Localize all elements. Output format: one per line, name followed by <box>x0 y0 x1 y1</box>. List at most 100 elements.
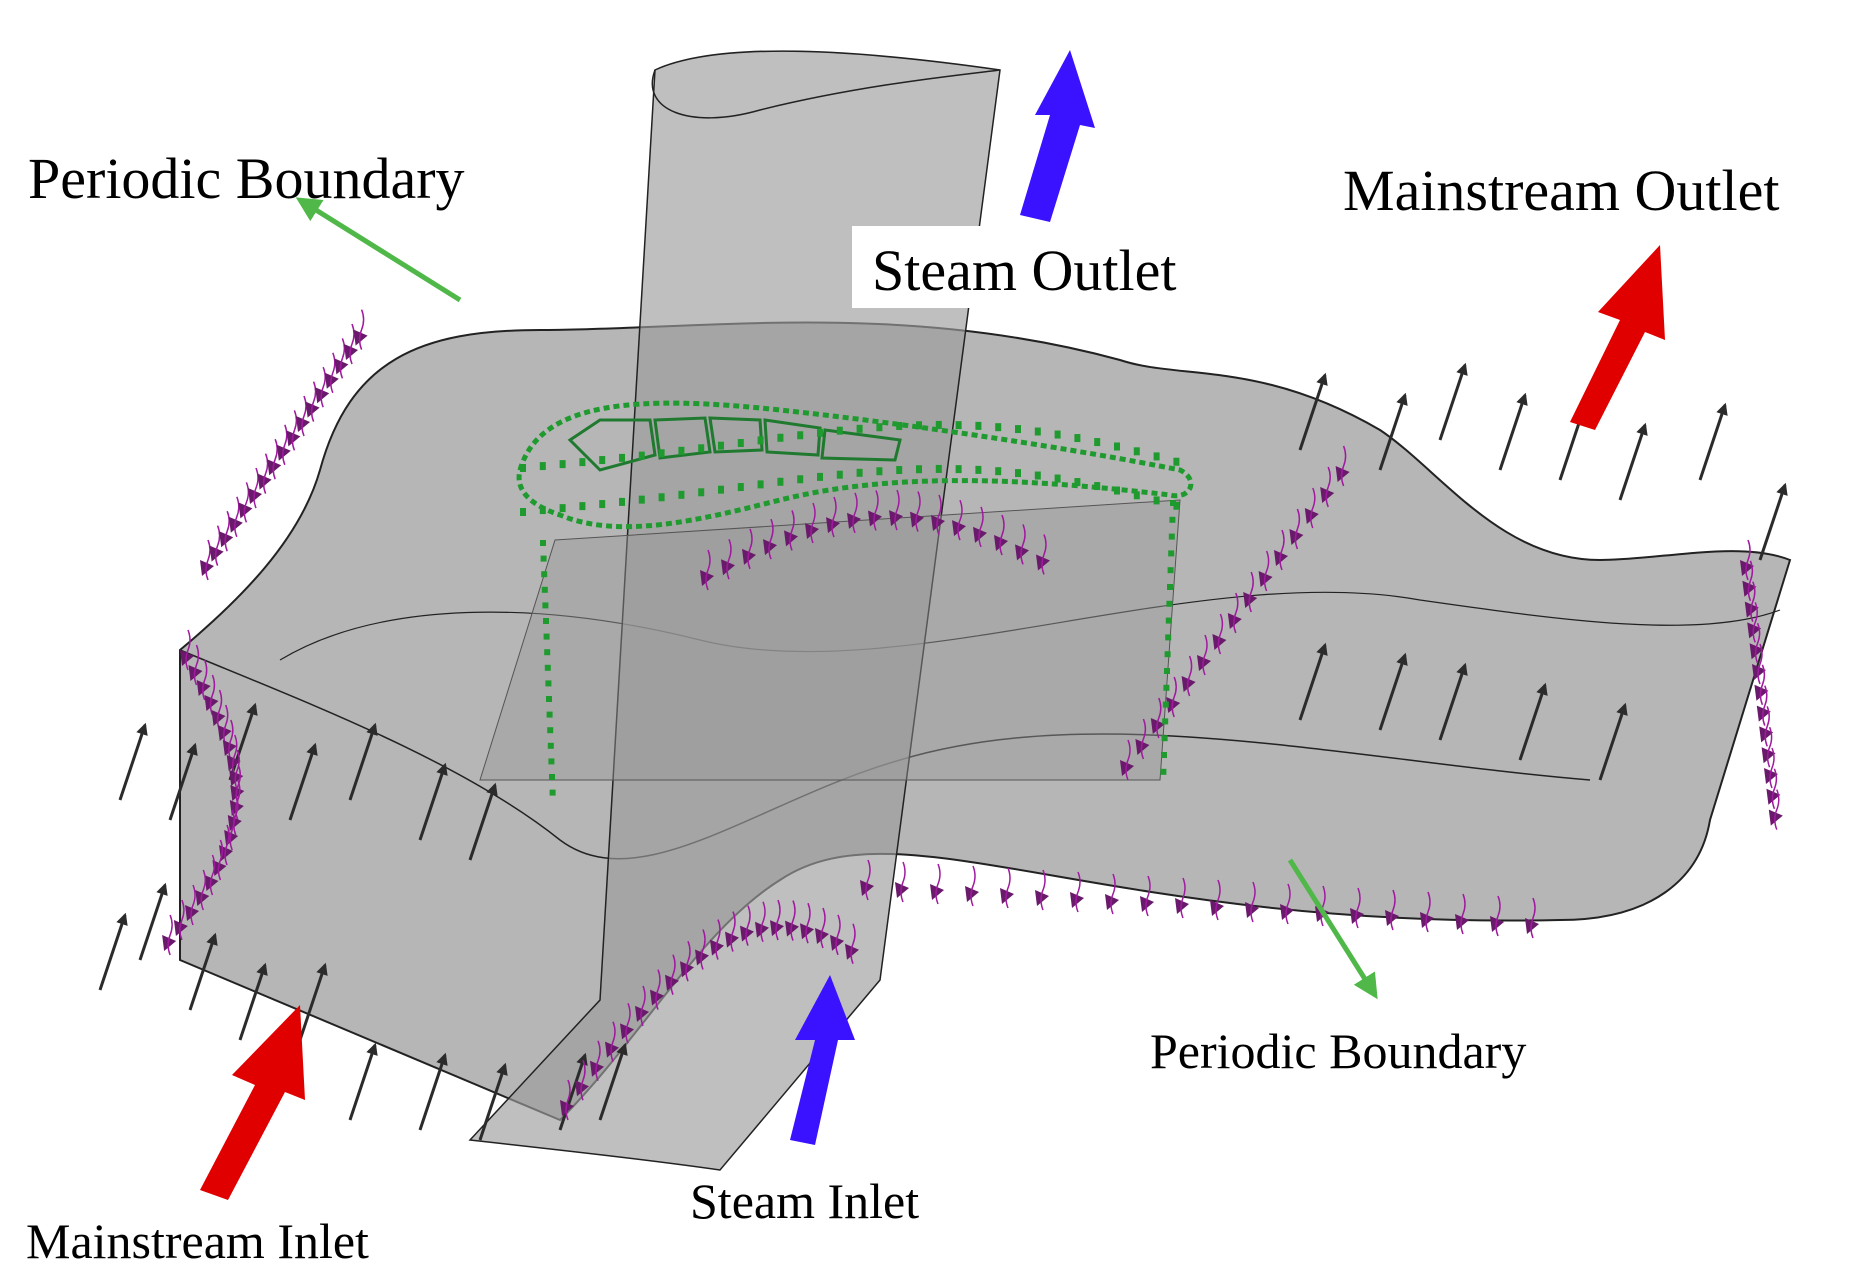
film-marker <box>559 504 566 513</box>
film-marker <box>541 586 548 593</box>
film-marker <box>547 727 554 734</box>
mainstream-outlet-arrow <box>1570 245 1665 430</box>
mainstream-inlet-label: Mainstream Inlet <box>26 1213 369 1269</box>
film-marker <box>599 500 606 509</box>
mainstream-inlet-arrow <box>200 1005 305 1200</box>
boundary-marker <box>650 969 664 1010</box>
film-marker <box>1161 752 1167 758</box>
film-marker <box>579 502 586 511</box>
film-marker <box>757 436 764 445</box>
flow-arrow <box>558 1052 588 1131</box>
boundary-marker <box>229 749 244 791</box>
flow-arrow <box>598 1042 628 1121</box>
flow-arrow <box>468 782 498 861</box>
boundary-marker <box>721 538 735 580</box>
boundary-marker <box>590 1040 604 1081</box>
flow-arrow <box>168 742 198 821</box>
cascade-domain <box>179 321 1792 1122</box>
film-marker <box>975 421 982 430</box>
boundary-marker <box>1759 706 1774 747</box>
boundary-marker <box>1740 539 1754 581</box>
film-marker <box>698 444 705 453</box>
boundary-marker <box>228 496 243 538</box>
boundary-marker <box>1756 685 1771 726</box>
film-marker <box>547 742 554 749</box>
film-marker <box>539 462 546 471</box>
boundary-marker <box>1761 726 1776 768</box>
film-marker <box>520 508 526 516</box>
boundary-marker <box>770 899 784 941</box>
boundary-marker <box>1749 622 1764 664</box>
film-marker <box>1161 735 1168 742</box>
boundary-marker <box>173 899 188 941</box>
boundary-marker <box>1150 697 1165 739</box>
film-marker <box>1054 430 1061 439</box>
film-marker <box>1168 533 1175 540</box>
boundary-marker <box>710 919 724 960</box>
boundary-marker <box>276 424 291 466</box>
boundary-marker <box>180 629 194 671</box>
boundary-marker <box>1258 550 1273 592</box>
boundary-marker <box>1742 560 1757 602</box>
film-marker <box>1094 438 1101 447</box>
boundary-marker <box>1289 508 1304 550</box>
flow-arrow <box>138 882 168 961</box>
film-marker <box>678 490 685 499</box>
film-marker <box>542 602 549 609</box>
film-marker <box>1167 567 1174 574</box>
boundary-marker <box>785 900 799 941</box>
film-marker <box>777 433 784 442</box>
periodic-boundary-bottom-label: Periodic Boundary <box>1150 1023 1526 1079</box>
boundary-marker <box>1035 869 1049 911</box>
film-marker <box>1015 469 1021 478</box>
block-arrow-icon <box>790 975 855 1145</box>
boundary-marker <box>212 839 227 881</box>
film-marker <box>658 493 665 502</box>
boundary-marker <box>1166 676 1181 718</box>
boundary-marker <box>725 911 739 952</box>
flow-arrow <box>1378 652 1408 731</box>
boundary-marker <box>910 491 924 532</box>
film-marker <box>1034 427 1041 436</box>
film-marker <box>543 633 550 640</box>
film-marker <box>955 421 962 430</box>
film-marker <box>876 423 883 432</box>
boundary-marker <box>1525 897 1539 939</box>
boundary-marker <box>560 1079 574 1121</box>
boundary-marker <box>1000 867 1014 909</box>
film-marker <box>896 466 903 475</box>
boundary-marker <box>895 861 909 903</box>
boundary-marker <box>755 901 769 943</box>
mainstream-outlet-label: Mainstream Outlet <box>1343 158 1780 223</box>
boundary-marker <box>889 489 903 531</box>
boundary-marker <box>1015 524 1029 565</box>
film-marker <box>955 465 962 474</box>
boundary-marker <box>1455 893 1469 935</box>
boundary-marker <box>994 514 1008 556</box>
film-marker <box>1133 491 1140 500</box>
boundary-marker <box>227 794 242 836</box>
boundary-marker <box>695 929 709 970</box>
boundary-marker <box>973 506 987 548</box>
flow-arrow <box>418 762 448 841</box>
film-marker <box>579 458 586 467</box>
film-marker <box>1173 457 1180 466</box>
film-marker <box>836 426 843 435</box>
boundary-marker <box>185 884 200 926</box>
boundary-markers <box>162 309 1783 1121</box>
flow-arrow <box>298 962 328 1041</box>
boundary-marker <box>1245 881 1259 923</box>
film-marker <box>777 477 784 486</box>
boundary-marker <box>1036 534 1050 575</box>
blade-cavities <box>567 416 902 472</box>
boundary-marker <box>204 674 219 716</box>
flow-arrow <box>1618 422 1648 501</box>
film-marker <box>757 480 764 489</box>
flow-arrow <box>1438 662 1468 741</box>
boundary-marker <box>200 539 214 581</box>
boundary-marker <box>1070 871 1084 913</box>
boundary-marker <box>1210 879 1224 921</box>
film-marker <box>1169 516 1176 523</box>
boundary-marker <box>1181 655 1196 697</box>
